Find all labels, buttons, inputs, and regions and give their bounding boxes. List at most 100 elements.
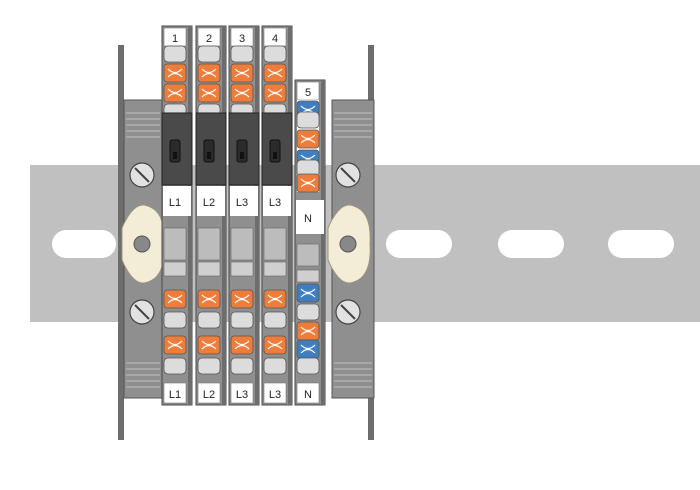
bottom-label: L1: [169, 389, 181, 401]
spring-clamp-line: [201, 72, 217, 78]
phase-label: L3: [269, 197, 281, 209]
end-clamp-ridge: [334, 362, 372, 364]
end-clamp-ridge: [126, 124, 160, 126]
phase-label-block: [263, 186, 291, 216]
spring-clamp-line: [300, 326, 316, 332]
end-clamp-ridge: [334, 118, 372, 120]
spring-clamp-line: [267, 88, 283, 94]
wire-entry: [263, 45, 287, 63]
bottom-label: L3: [269, 389, 281, 401]
fuse-lever: [203, 139, 215, 163]
terminal-lower-body: [230, 261, 254, 277]
fuse-holder-icon: [161, 112, 193, 186]
spring-clamp-line: [300, 154, 316, 160]
spring-clamp-line: [167, 298, 183, 304]
terminal-lower-body: [296, 243, 320, 267]
spring-clamp-line: [300, 138, 316, 144]
end-clamp-ridge: [334, 124, 372, 126]
end-clamp-ridge: [126, 362, 160, 364]
screw-slot: [134, 304, 150, 320]
end-clamp-ridge: [126, 130, 160, 132]
spring-clamp-line: [300, 292, 316, 298]
spring-clamp-line: [234, 72, 250, 78]
fuse-lever-slot: [173, 152, 177, 159]
wire-entry: [230, 357, 254, 375]
spring-clamp-line: [167, 68, 183, 74]
spring-clamp-line: [300, 182, 316, 188]
spring-clamp-line: [201, 68, 217, 74]
wire-entry: [263, 311, 287, 329]
wire-entry: [163, 357, 187, 375]
wire-entry: [230, 311, 254, 329]
end-clamp-hole: [133, 235, 151, 253]
fuse-lever: [269, 139, 281, 163]
wire-entry: [296, 303, 320, 321]
spring-clamp-line: [167, 92, 183, 98]
spring-clamp-line: [300, 288, 316, 294]
spring-clamp-line: [267, 294, 283, 300]
terminal-lower-body: [263, 227, 287, 261]
terminal-lower-body: [163, 261, 187, 277]
wire-entry: [197, 357, 221, 375]
spring-clamp-line: [267, 344, 283, 350]
terminal-lower-body: [230, 227, 254, 261]
end-clamp-ridge: [334, 112, 372, 114]
phase-label: L1: [169, 197, 181, 209]
end-clamp-ridge: [126, 136, 160, 138]
bottom-label: N: [304, 389, 312, 401]
screw-slot: [134, 167, 150, 183]
spring-clamp-line: [201, 92, 217, 98]
terminal-lower-body: [197, 227, 221, 261]
phase-label: N: [304, 213, 312, 225]
spring-clamp-line: [201, 294, 217, 300]
fuse-lever: [236, 139, 248, 163]
terminal-edge: [321, 80, 325, 405]
spring-clamp-line: [300, 330, 316, 336]
spring-clamp-line: [234, 294, 250, 300]
rail-slot: [608, 230, 674, 258]
terminal-5: 5N N: [294, 79, 326, 406]
spring-clamp-line: [167, 72, 183, 78]
spring-clamp-line: [167, 340, 183, 346]
wire-entry: [296, 357, 320, 375]
terminal-number: 2: [206, 33, 212, 45]
bottom-label: L2: [203, 389, 215, 401]
spring-clamp-line: [267, 92, 283, 98]
rail-slot: [52, 230, 116, 258]
end-clamp-ridge: [334, 380, 372, 382]
wire-entry: [197, 311, 221, 329]
bottom-label-marker: [197, 382, 221, 404]
end-clamp-hole: [339, 235, 357, 253]
spring-clamp-line: [234, 92, 250, 98]
spring-clamp-line: [234, 88, 250, 94]
bottom-label: L3: [236, 389, 248, 401]
spring-clamp-line: [234, 298, 250, 304]
end-clamp-ridge: [126, 380, 160, 382]
end-clamp-ridge: [334, 386, 372, 388]
spring-clamp-line: [300, 134, 316, 140]
spring-clamp-line: [234, 340, 250, 346]
wire-entry: [163, 45, 187, 63]
terminal-lower-body: [163, 227, 187, 261]
wire-entry: [296, 111, 320, 129]
spring-clamp-line: [300, 348, 316, 354]
end-clamp-ridge: [126, 368, 160, 370]
phase-label-block: [197, 186, 225, 216]
fuse-lever-slot: [273, 152, 277, 159]
spring-clamp-line: [167, 344, 183, 350]
terminal-number: 5: [305, 87, 311, 99]
screw-slot: [340, 167, 356, 183]
fuse-lever-slot: [240, 152, 244, 159]
spring-clamp-line: [267, 340, 283, 346]
rail-slots: [52, 230, 674, 258]
end-clamp-ridge: [126, 118, 160, 120]
wire-entry: [197, 45, 221, 63]
spring-clamp-line: [201, 340, 217, 346]
terminal-lower-body: [296, 269, 320, 283]
phase-label-block: [296, 200, 324, 234]
fuse-lever-slot: [207, 152, 211, 159]
end-clamp-ridge: [334, 136, 372, 138]
